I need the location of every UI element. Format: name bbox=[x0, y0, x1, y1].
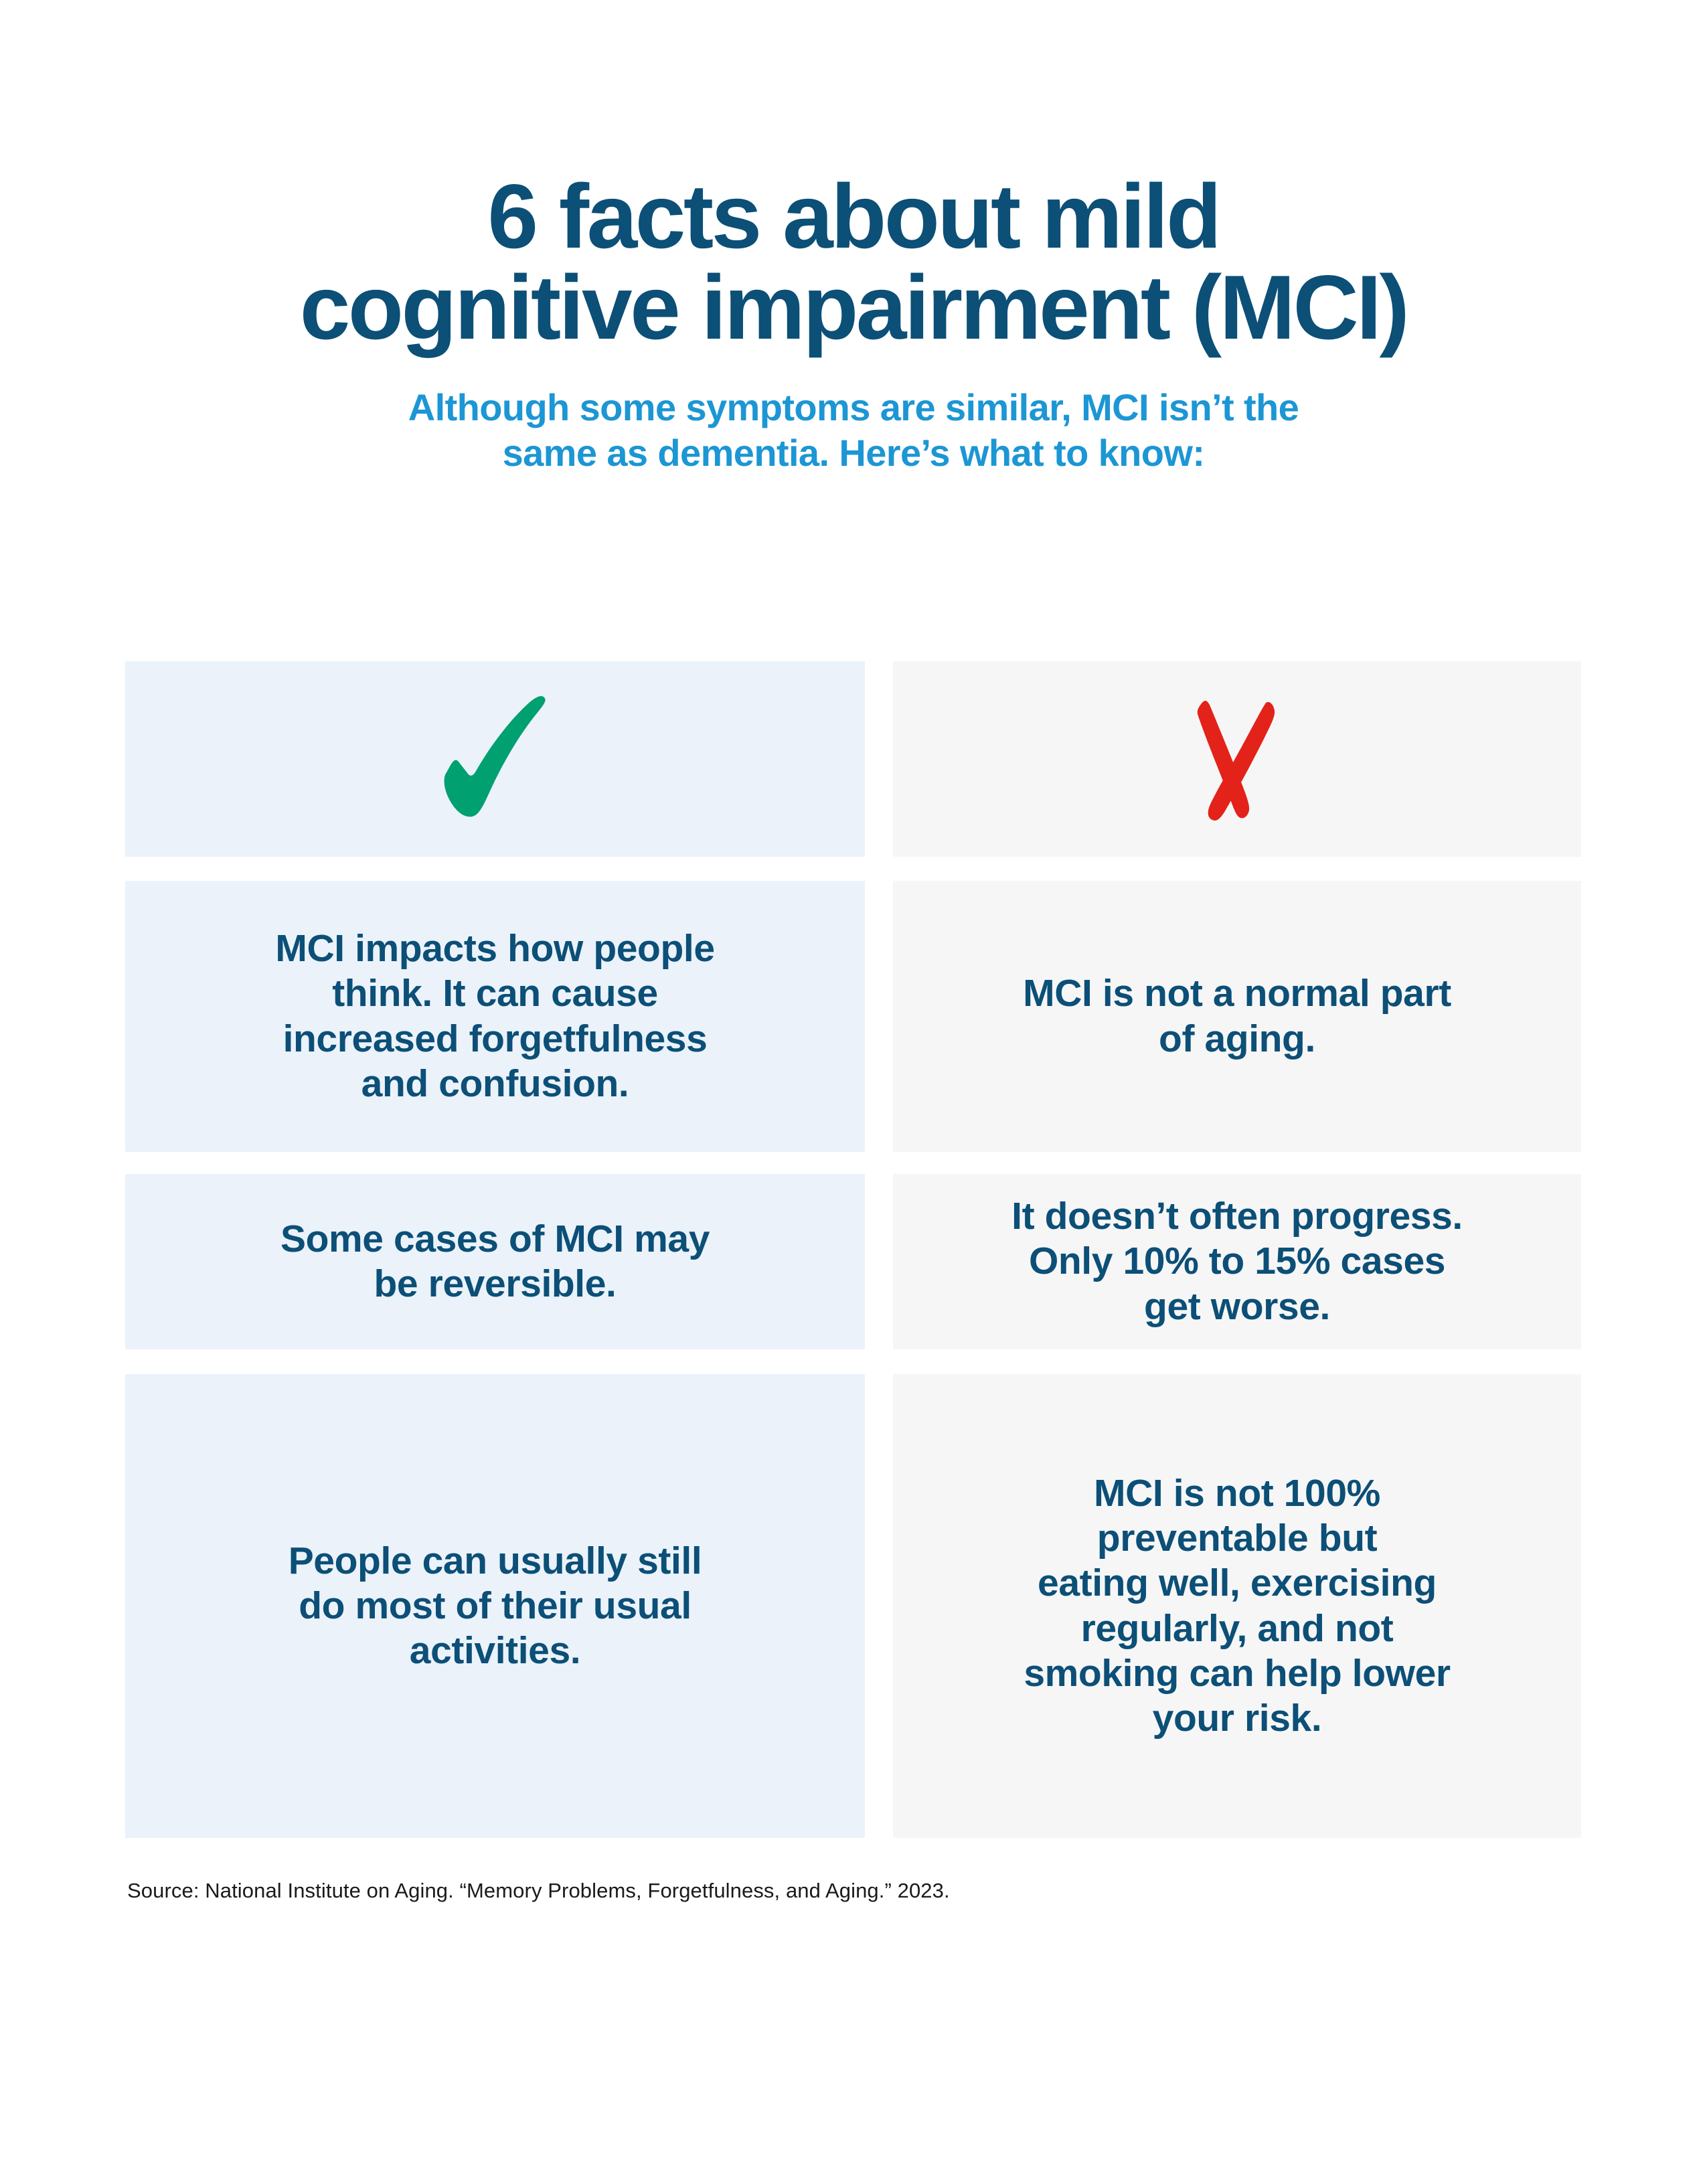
x-icon-card bbox=[893, 661, 1581, 857]
page-subtitle: Although some symptoms are similar, MCI … bbox=[408, 386, 1299, 475]
fact-card-left-1: MCI impacts how people think. It can cau… bbox=[125, 881, 865, 1152]
fact-card-right-3: MCI is not 100% preventable but eating w… bbox=[893, 1374, 1581, 1838]
fact-text: It doesn’t often progress. Only 10% to 1… bbox=[1011, 1195, 1463, 1328]
fact-card-left-3: People can usually still do most of thei… bbox=[125, 1374, 865, 1838]
fact-text: MCI impacts how people think. It can cau… bbox=[275, 927, 715, 1105]
column-true-facts: MCI impacts how people think. It can cau… bbox=[125, 661, 865, 1838]
facts-grid: MCI impacts how people think. It can cau… bbox=[125, 661, 1581, 1838]
red-x-icon bbox=[1187, 692, 1287, 826]
fact-text: Some cases of MCI may be reversible. bbox=[280, 1217, 710, 1305]
check-icon-card bbox=[125, 661, 865, 857]
header: 6 facts about mild cognitive impairment … bbox=[0, 0, 1707, 477]
fact-text: MCI is not 100% preventable but eating w… bbox=[1024, 1471, 1451, 1740]
fact-card-left-2: Some cases of MCI may be reversible. bbox=[125, 1174, 865, 1349]
fact-text: MCI is not a normal part of aging. bbox=[1023, 972, 1451, 1060]
fact-card-right-1: MCI is not a normal part of aging. bbox=[893, 881, 1581, 1152]
green-check-icon bbox=[432, 692, 559, 826]
source-citation: Source: National Institute on Aging. “Me… bbox=[127, 1879, 950, 1902]
page-title: 6 facts about mild cognitive impairment … bbox=[299, 165, 1410, 358]
column-false-facts: MCI is not a normal part of aging. It do… bbox=[893, 661, 1581, 1838]
fact-text: People can usually still do most of thei… bbox=[288, 1539, 702, 1673]
fact-card-right-2: It doesn’t often progress. Only 10% to 1… bbox=[893, 1174, 1581, 1349]
